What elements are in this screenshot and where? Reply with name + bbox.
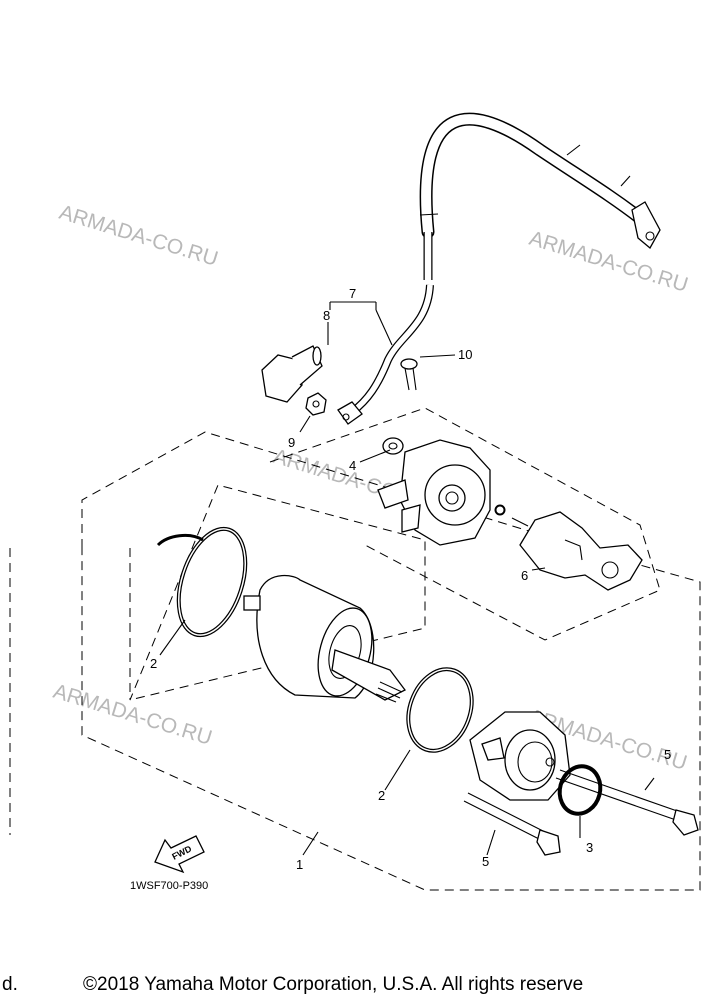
lead-wire xyxy=(337,112,661,425)
front-cover xyxy=(469,711,571,801)
callout-7: 7 xyxy=(349,286,356,301)
diagram-code: 1WSF700-P390 xyxy=(130,880,208,892)
callout-4: 4 xyxy=(349,458,356,473)
motor-yoke xyxy=(243,574,406,703)
callout-5: 5 xyxy=(664,747,671,762)
o-rings xyxy=(156,526,474,753)
copyright-notice: ©2018 Yamaha Motor Corporation, U.S.A. A… xyxy=(83,974,583,995)
callout-9: 9 xyxy=(288,435,295,450)
leader-lines xyxy=(159,301,655,856)
callout-10: 10 xyxy=(458,347,472,362)
nut-4 xyxy=(382,437,404,455)
callout-1: 1 xyxy=(296,857,303,872)
watermark: ARMADA-CO.RU xyxy=(51,680,215,750)
footer-fragment: d. xyxy=(2,974,18,995)
callout-8: 8 xyxy=(323,308,330,323)
callout-2: 2 xyxy=(150,656,157,671)
nut xyxy=(305,392,327,416)
callout-6: 6 xyxy=(521,568,528,583)
brush-holder xyxy=(511,511,643,591)
rear-cover xyxy=(377,439,506,546)
fwd-arrow: FWD xyxy=(154,835,205,874)
watermark: ARMADA-CO.RU xyxy=(527,227,691,297)
callouts: 1 2 2 3 4 5 5 6 7 8 9 10 xyxy=(150,286,671,872)
long-bolts xyxy=(463,769,699,856)
callout-5: 5 xyxy=(482,854,489,869)
o-ring-3 xyxy=(557,764,603,816)
terminal-cap xyxy=(261,345,323,403)
bolt-10 xyxy=(400,358,418,391)
callout-3: 3 xyxy=(586,840,593,855)
watermark: ARMADA-CO.RU xyxy=(57,201,221,271)
assembly-outlines xyxy=(9,407,701,891)
callout-2: 2 xyxy=(378,788,385,803)
